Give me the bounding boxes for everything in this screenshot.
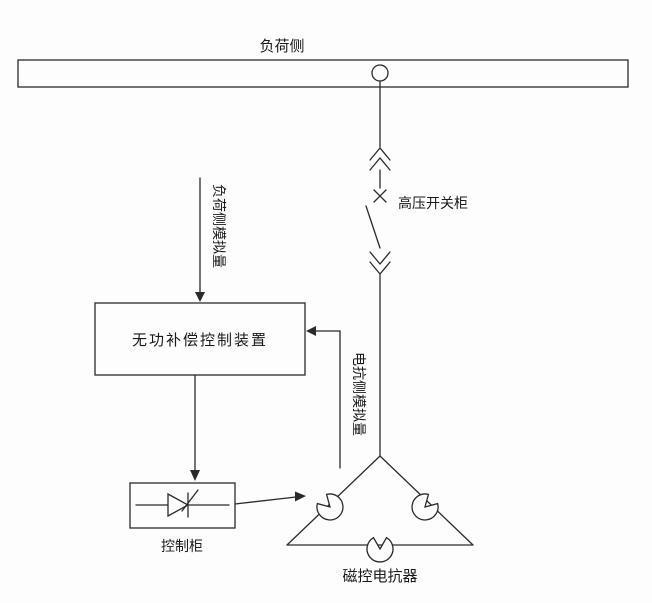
switch-blade (365, 205, 381, 249)
reactor-winding-right-icon (411, 493, 439, 521)
controller-label: 无功补偿控制装置 (132, 332, 268, 349)
controller-box (94, 302, 306, 376)
load-analog-label: 负荷侧模拟量 (211, 184, 227, 268)
reactor-winding-bottom-icon (366, 536, 394, 563)
bus-connection-node (371, 64, 389, 82)
reactor-analog-arrow (306, 326, 341, 469)
reactor-winding-left-icon (316, 493, 344, 521)
bus-bar (17, 59, 629, 88)
drawout-contact-top-icon (369, 147, 391, 171)
drawout-contact-bottom-icon (369, 251, 391, 275)
switchgear-label: 高压开关柜 (398, 195, 468, 211)
reactor-label: 磁控电抗器 (342, 568, 417, 585)
reactor-analog-label: 电抗侧模拟量 (351, 352, 367, 436)
load-analog-arrow (195, 177, 205, 302)
control-cabinet-label: 控制柜 (161, 538, 203, 554)
thyristor-icon (135, 489, 230, 518)
reactor-triangle (286, 455, 474, 546)
control-output-arrow (234, 491, 306, 505)
bus-label: 负荷侧 (259, 38, 304, 55)
breaker-cross-icon (373, 189, 387, 203)
controller-output-arrow (190, 374, 200, 481)
